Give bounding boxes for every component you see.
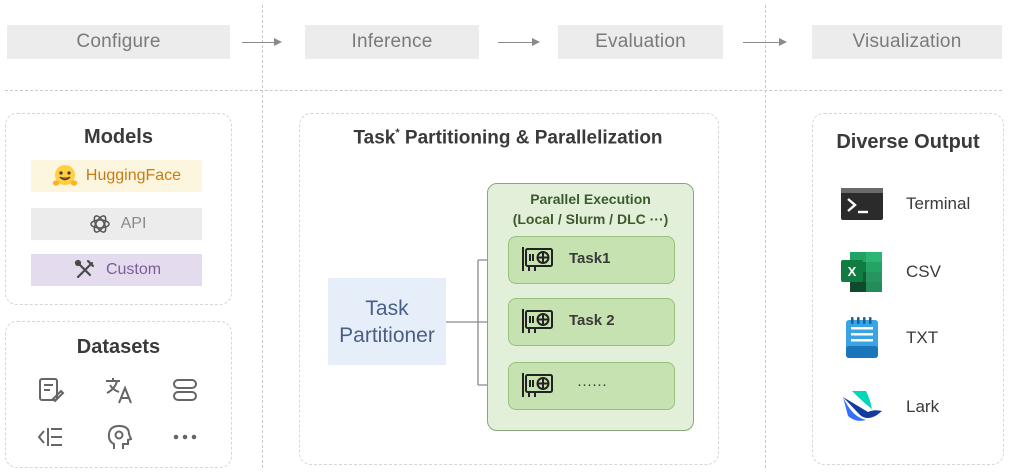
parallel-execution-title-line2: (Local / Slurm / DLC ···)	[512, 211, 669, 227]
openai-icon	[87, 211, 113, 237]
stage-configure: Configure	[7, 25, 230, 59]
brain-icon	[102, 420, 136, 454]
parallel-execution-box: Parallel Execution (Local / Slurm / DLC …	[487, 183, 694, 431]
output-csv: X CSV	[840, 250, 1000, 294]
lark-icon	[840, 385, 884, 429]
task-partitioner-line2: Partitioner	[339, 323, 435, 347]
model-api: API	[31, 208, 202, 240]
gpu-icon	[522, 247, 553, 271]
task-title-word: Task	[353, 127, 396, 149]
gpu-icon	[522, 309, 553, 333]
task-title-rest: Partitioning & Parallelization	[399, 127, 663, 149]
list-indent-icon	[33, 420, 67, 454]
task-title-sup: *	[395, 127, 400, 139]
more-dots-icon	[168, 420, 202, 454]
output-lark: Lark	[840, 385, 1000, 429]
output-txt: TXT	[840, 316, 1000, 360]
task-partitioner-line1: Task	[365, 296, 409, 320]
stage-inference: Inference	[305, 25, 479, 59]
task-panel-title: Task* Partitioning & Parallelization	[299, 127, 717, 149]
model-custom: Custom	[31, 254, 202, 286]
terminal-icon	[840, 182, 884, 226]
model-huggingface-label: HuggingFace	[85, 167, 182, 184]
model-huggingface: HuggingFace	[31, 160, 202, 192]
output-terminal: Terminal	[840, 182, 1000, 226]
task-item-1-label: Task1	[569, 250, 611, 267]
parallel-execution-title: Parallel Execution (Local / Slurm / DLC …	[488, 189, 693, 229]
stage-visualization: Visualization	[812, 25, 1002, 59]
task-item-2-label: Task 2	[569, 312, 615, 329]
task-item-3: ······	[508, 362, 675, 410]
svg-text:X: X	[848, 264, 857, 279]
datasets-panel: Datasets	[5, 321, 232, 468]
arrow-evaluation-visualization	[743, 37, 787, 46]
output-title: Diverse Output	[836, 131, 980, 153]
tools-icon	[72, 257, 98, 283]
document-edit-icon	[33, 373, 67, 407]
task-item-3-label: ······	[577, 376, 607, 393]
translate-icon	[102, 373, 136, 407]
excel-icon: X	[840, 250, 884, 294]
output-panel: Diverse Output	[812, 113, 1004, 465]
gpu-icon	[522, 373, 553, 397]
divider-horizontal	[5, 90, 1002, 91]
divider-right	[765, 5, 766, 468]
arrow-configure-inference	[242, 37, 282, 46]
parallel-execution-title-line1: Parallel Execution	[530, 191, 651, 207]
model-api-label: API	[120, 215, 147, 232]
hugging-face-icon	[52, 163, 78, 189]
output-txt-label: TXT	[906, 328, 939, 347]
models-title: Models	[84, 126, 153, 148]
stage-evaluation: Evaluation	[558, 25, 723, 59]
model-custom-label: Custom	[105, 261, 162, 278]
datasets-title: Datasets	[76, 336, 161, 358]
database-icon	[168, 373, 202, 407]
task-item-2: Task 2	[508, 298, 675, 346]
output-terminal-label: Terminal	[906, 194, 971, 213]
notepad-icon	[840, 316, 884, 360]
divider-left	[262, 5, 263, 468]
task-partitioner: Task Partitioner	[328, 278, 446, 365]
output-csv-label: CSV	[906, 262, 941, 281]
arrow-inference-evaluation	[498, 37, 540, 46]
output-lark-label: Lark	[906, 397, 940, 416]
task-item-1: Task1	[508, 236, 675, 284]
